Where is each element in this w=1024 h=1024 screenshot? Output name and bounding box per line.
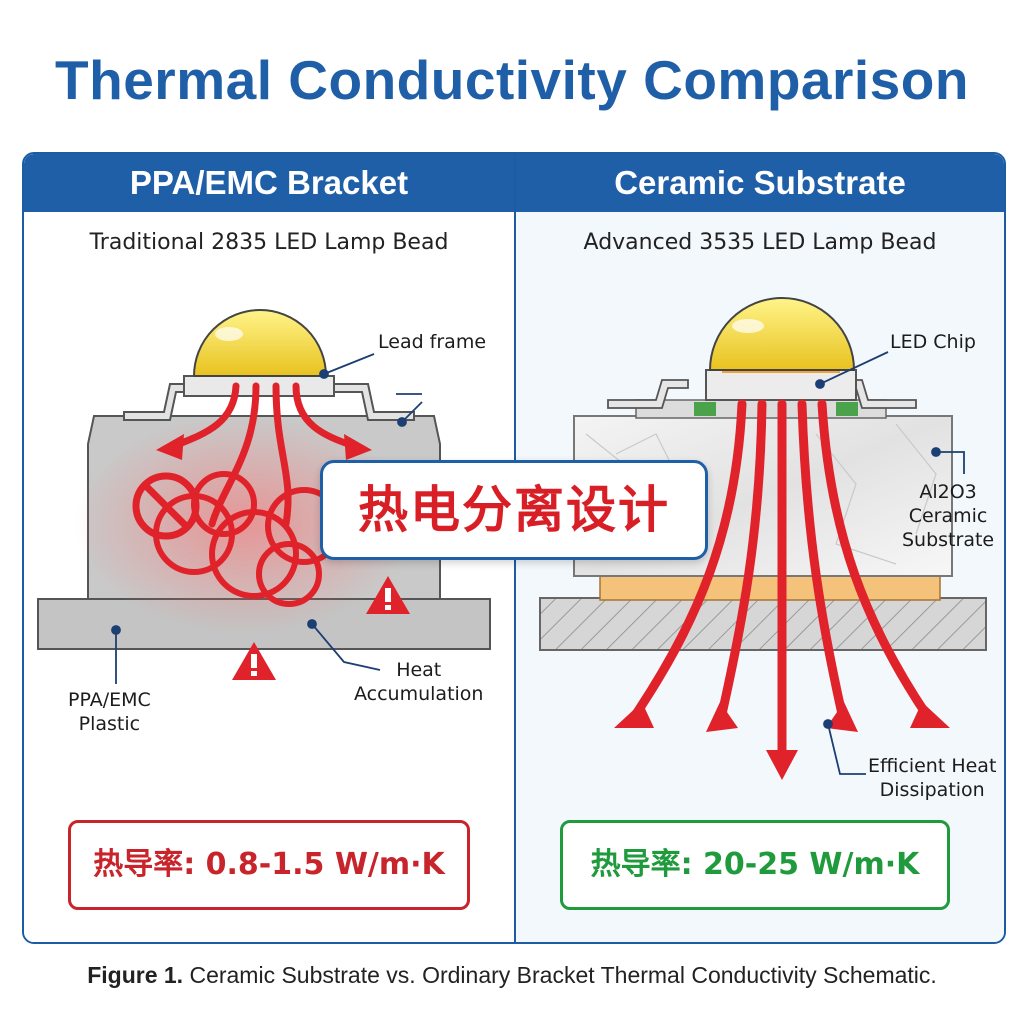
- leader-led-chip: [819, 351, 889, 385]
- label-ppa-plastic-line2: Plastic: [78, 713, 141, 735]
- leader-dissipation: [827, 723, 866, 775]
- dissipation-arrow-5: [817, 399, 931, 719]
- left-panel-subtitle: Traditional 2835 LED Lamp Bead: [89, 230, 449, 255]
- warning-icon-2: [366, 576, 410, 614]
- dissipation-arrowhead-3: [766, 750, 798, 780]
- dissipation-arrow-2: [717, 399, 767, 719]
- green-pad-right: [836, 402, 858, 416]
- dissipation-arrowhead-2: [706, 702, 738, 732]
- label-ppa-plastic-line1: PPA/EMC: [68, 689, 151, 711]
- dissipation-arrowhead-4: [826, 702, 858, 732]
- page-title: Thermal Conductivity Comparison: [55, 49, 969, 111]
- dissipation-arrowhead-5: [910, 702, 950, 728]
- figure-caption: Figure 1. Ceramic Substrate vs. Ordinary…: [0, 962, 1024, 989]
- figure-caption-label: Figure 1.: [87, 962, 184, 988]
- ppa-led-lens: [192, 309, 328, 377]
- dissipation-arrow-1: [631, 399, 747, 719]
- label-heat-line2: Accumulation: [354, 683, 484, 705]
- ceramic-thermal-conductivity-value: 热导率: 20-25 W/m·K: [560, 820, 950, 910]
- label-lead-frame: Lead frame: [378, 331, 487, 353]
- bond-layer: [599, 573, 941, 601]
- heat-arrow-2: [208, 382, 260, 528]
- heat-swirl-5: [256, 541, 322, 607]
- dissipation-arrowhead-1: [614, 702, 654, 728]
- label-dissipation-line2: Dissipation: [879, 779, 985, 801]
- ceramic-led-illustration: [539, 297, 987, 780]
- heat-arrow-4: [292, 382, 358, 450]
- right-panel-ceramic: Ceramic Substrate Advanced 3535 LED Lamp…: [516, 154, 1004, 942]
- warning-icon-1: [232, 642, 276, 680]
- green-pad-left: [694, 402, 716, 416]
- leader-heat: [311, 623, 381, 671]
- comparison-frame: PPA/EMC Bracket Traditional 2835 LED Lam…: [22, 152, 1006, 944]
- heat-arrow-3: [272, 382, 292, 528]
- left-panel-ppa: PPA/EMC Bracket Traditional 2835 LED Lam…: [24, 154, 514, 942]
- leader-ceramic: [936, 451, 965, 474]
- label-ppa-plastic: PPA/EMC Plastic: [68, 688, 151, 736]
- right-panel-subtitle: Advanced 3535 LED Lamp Bead: [583, 230, 937, 255]
- label-ceramic-substrate: Al2O3 Ceramic Substrate: [902, 480, 994, 552]
- leader-lead-frame-2: [403, 401, 423, 421]
- label-efficient-dissipation: Efficient Heat Dissipation: [868, 754, 996, 802]
- ceramic-lead-left: [607, 379, 689, 409]
- heatsink-base: [539, 597, 987, 651]
- heat-arrowhead-left: [156, 434, 184, 460]
- label-ceramic-line3: Substrate: [902, 529, 995, 551]
- figure-caption-text: Ceramic Substrate vs. Ordinary Bracket T…: [183, 962, 937, 988]
- heat-arrowhead-right: [344, 434, 372, 460]
- dissipation-arrow-4: [797, 399, 847, 719]
- lead-frame-right: [333, 383, 415, 421]
- prohibit-icon: [132, 472, 200, 540]
- label-ceramic-line1: Al2O3: [919, 481, 977, 503]
- label-heat-accumulation: Heat Accumulation: [354, 658, 483, 706]
- led-chip: [705, 369, 857, 401]
- ppa-thermal-conductivity-value: 热导率: 0.8-1.5 W/m·K: [68, 820, 470, 910]
- label-led-chip: LED Chip: [890, 331, 976, 353]
- ceramic-led-lens: [708, 297, 856, 371]
- left-panel-header: PPA/EMC Bracket: [24, 154, 514, 212]
- label-ceramic-line2: Ceramic: [908, 505, 988, 527]
- heat-arrow-1: [170, 382, 240, 450]
- right-panel-header: Ceramic Substrate: [516, 154, 1004, 212]
- label-heat-line1: Heat: [396, 659, 442, 681]
- center-badge-thermoelectric-separation: 热电分离设计: [320, 460, 708, 560]
- label-dissipation-line1: Efficient Heat: [868, 755, 997, 777]
